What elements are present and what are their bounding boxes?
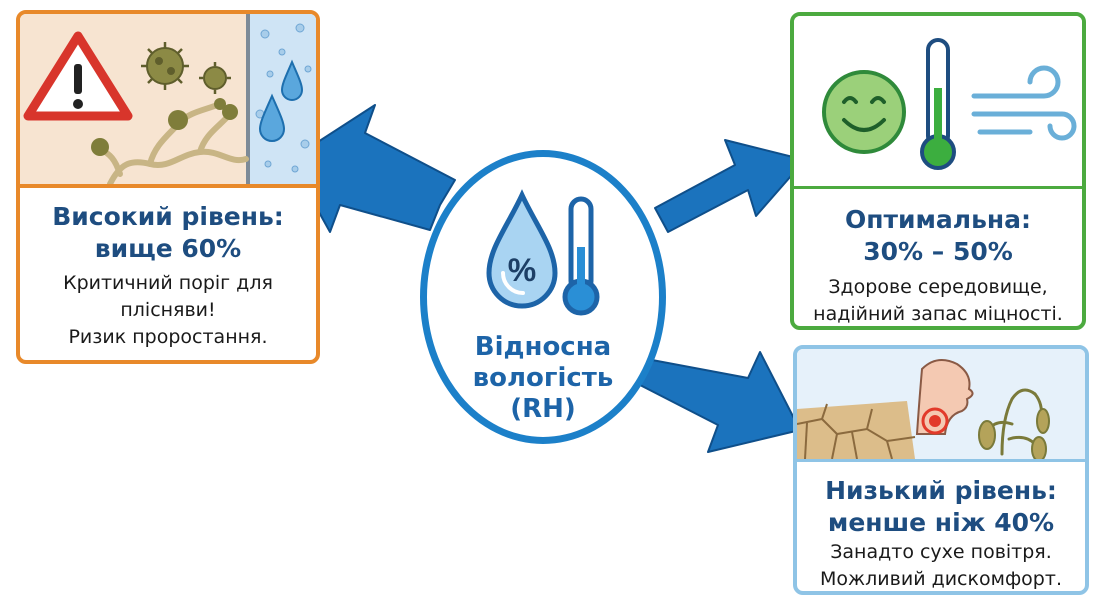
arrow-to-low [639, 351, 801, 453]
optimal-description: Здорове середовище, надійний запас міцно… [813, 276, 1063, 325]
high-humidity-illustration [20, 14, 316, 188]
low-humidity-card: Низький рівень: менше ніж 40% Занадто су… [793, 345, 1089, 595]
optimal-humidity-card: Оптимальна: 30% – 50% Здорове середовище… [790, 12, 1086, 330]
smiley-face-icon [822, 70, 906, 154]
wind-icon [971, 65, 1077, 141]
low-illustration [797, 349, 1085, 462]
relative-humidity-center: % Відносна вологість (RH) [420, 150, 666, 444]
arrow-to-optimal [654, 139, 806, 233]
irritated-throat-icon [915, 359, 974, 435]
cracked-earth-icon [797, 401, 916, 459]
optimal-title: Оптимальна: 30% – 50% [844, 205, 1032, 266]
optimal-illustration [794, 16, 1082, 189]
thermometer-icon [562, 196, 600, 316]
water-drop-icon: % [486, 189, 558, 309]
low-title: Низький рівень: менше ніж 40% [825, 476, 1057, 537]
low-description: Занадто сухе повітря. Можливий дискомфор… [820, 541, 1062, 590]
center-label: Відносна вологість (RH) [472, 332, 614, 424]
warning-icon [23, 31, 133, 121]
mold-spore-icon [141, 42, 231, 94]
percent-symbol: % [508, 252, 536, 288]
condensation-drops-icon [246, 14, 316, 184]
high-title: Високий рівень: вище 60% [52, 202, 284, 263]
high-humidity-card: Високий рівень: вище 60% Критичний поріг… [16, 10, 320, 364]
thermometer-icon [920, 38, 956, 170]
wilted-plant-icon [987, 388, 1043, 456]
high-description: Критичний поріг для плісняви! Ризик прор… [63, 272, 273, 348]
